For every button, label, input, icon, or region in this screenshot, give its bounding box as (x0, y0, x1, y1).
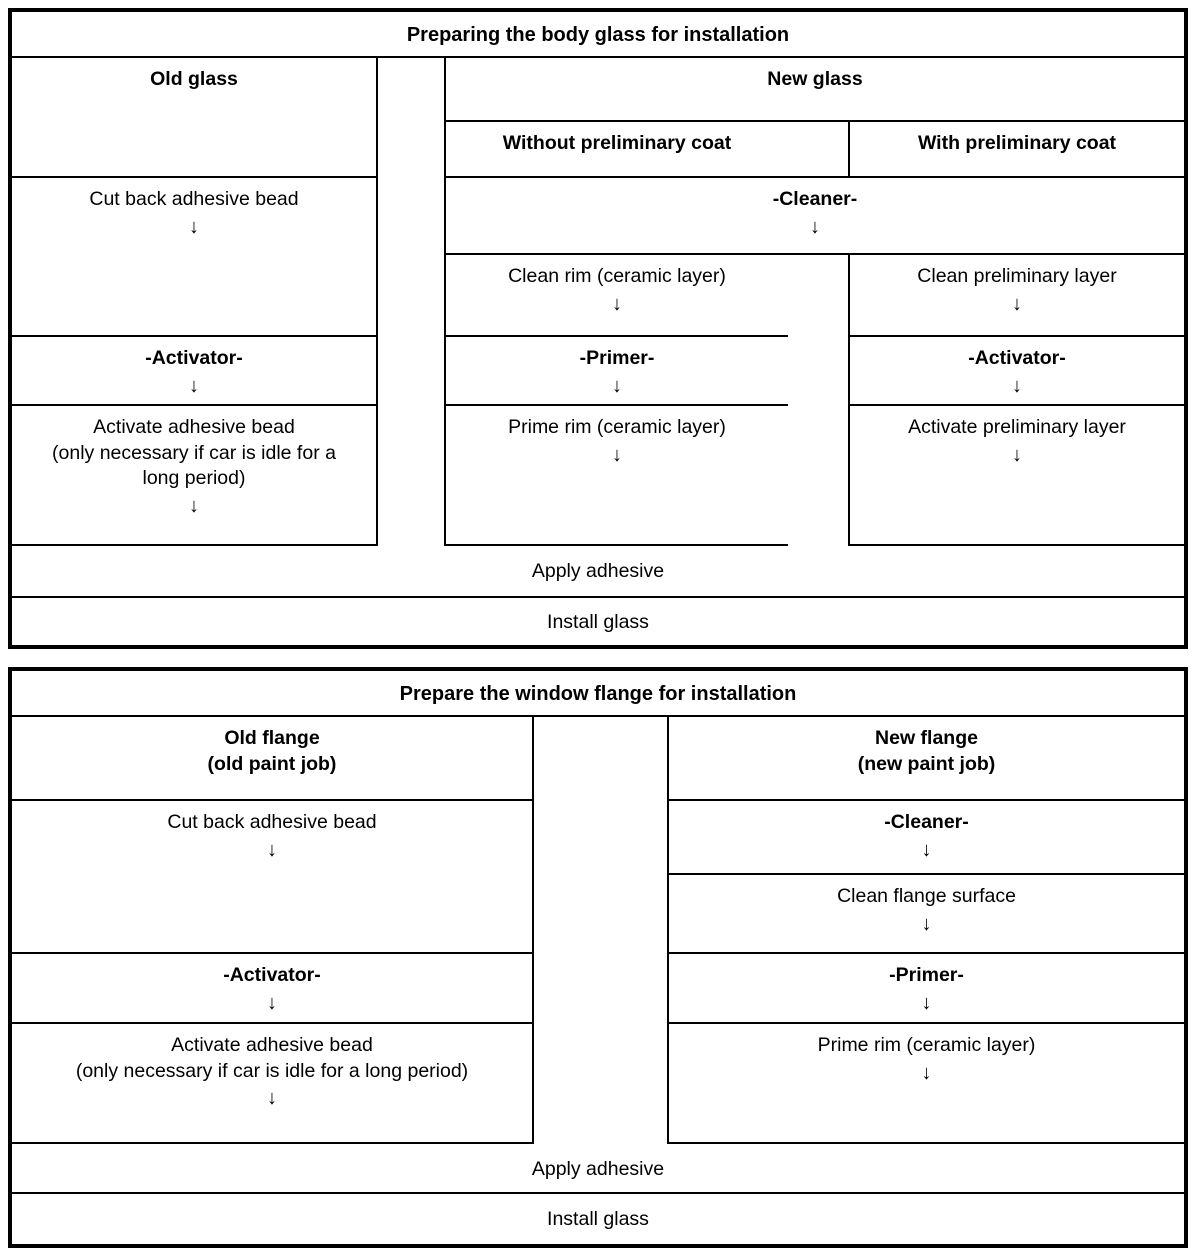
panel-window-flange: Prepare the window flange for installati… (8, 667, 1188, 1248)
heading-with-preliminary-coat: With preliminary coat (848, 122, 1184, 178)
subbranch-gap-column (788, 255, 848, 546)
step-label: Activate adhesive bead (only necessary i… (52, 416, 336, 490)
down-arrow-icon: ↓ (921, 838, 932, 861)
step-old-flange-cut-back: Cut back adhesive bead ↓ (12, 801, 534, 954)
step-clean-flange-surface: Clean flange surface ↓ (667, 875, 1184, 954)
heading-without-preliminary-coat: Without preliminary coat (444, 122, 788, 178)
step-install-glass-flange: Install glass (12, 1194, 1184, 1244)
down-arrow-icon: ↓ (921, 1061, 932, 1084)
step-label: -Cleaner- (884, 811, 969, 833)
down-arrow-icon: ↓ (267, 1087, 277, 1110)
step-label: Prime rim (ceramic layer) (508, 416, 726, 438)
down-arrow-icon: ↓ (1012, 292, 1022, 315)
branch-gap-column-flange (534, 717, 667, 1144)
step-new-flange-cleaner: -Cleaner- ↓ (667, 801, 1184, 875)
step-old-flange-activator: -Activator- ↓ (12, 954, 534, 1024)
step-label: -Cleaner- (772, 188, 858, 210)
step-apply-adhesive-glass: Apply adhesive (12, 546, 1184, 598)
step-label: Clean preliminary layer (917, 265, 1117, 287)
panel-title-window-flange: Prepare the window flange for installati… (12, 671, 1184, 717)
down-arrow-icon: ↓ (189, 374, 199, 397)
down-arrow-icon: ↓ (1012, 443, 1022, 466)
heading-old-glass: Old glass (12, 58, 378, 178)
step-label: -Activator- (145, 347, 243, 369)
down-arrow-icon: ↓ (267, 838, 277, 861)
down-arrow-icon: ↓ (921, 912, 932, 935)
branch-gap-column (378, 58, 444, 546)
step-clean-rim-ceramic: Clean rim (ceramic layer) ↓ (444, 255, 788, 337)
step-label: Clean rim (ceramic layer) (508, 265, 726, 287)
down-arrow-icon: ↓ (267, 991, 277, 1014)
step-label: Cut back adhesive bead (89, 188, 299, 210)
panel-body-glass: Preparing the body glass for installatio… (8, 8, 1188, 649)
step-label: Cut back adhesive bead (167, 811, 377, 833)
heading-old-flange: Old flange (old paint job) (12, 717, 534, 801)
step-new-flange-prime-rim: Prime rim (ceramic layer) ↓ (667, 1024, 1184, 1144)
step-label: Clean flange surface (837, 885, 1016, 907)
subbranch-gap-heading (788, 122, 848, 178)
down-arrow-icon: ↓ (810, 215, 820, 238)
step-label: -Activator- (223, 964, 321, 986)
step-activator-with-coat: -Activator- ↓ (848, 337, 1184, 406)
step-primer-without-coat: -Primer- ↓ (444, 337, 788, 406)
heading-new-glass: New glass (444, 58, 1184, 122)
step-old-flange-activate-bead: Activate adhesive bead (only necessary i… (12, 1024, 534, 1144)
step-old-glass-cut-back: Cut back adhesive bead ↓ (12, 178, 378, 337)
step-old-glass-activator: -Activator- ↓ (12, 337, 378, 406)
down-arrow-icon: ↓ (189, 495, 199, 518)
step-new-glass-cleaner: -Cleaner- ↓ (444, 178, 1184, 255)
step-install-glass-glass: Install glass (12, 598, 1184, 645)
step-apply-adhesive-flange: Apply adhesive (12, 1144, 1184, 1194)
step-label: -Activator- (968, 347, 1066, 369)
step-clean-preliminary-layer: Clean preliminary layer ↓ (848, 255, 1184, 337)
down-arrow-icon: ↓ (189, 215, 199, 238)
step-new-flange-primer: -Primer- ↓ (667, 954, 1184, 1024)
heading-new-flange: New flange (new paint job) (667, 717, 1184, 801)
step-activate-preliminary-layer: Activate preliminary layer ↓ (848, 406, 1184, 546)
step-label: -Primer- (579, 347, 655, 369)
step-label: -Primer- (889, 964, 964, 986)
down-arrow-icon: ↓ (612, 292, 622, 315)
down-arrow-icon: ↓ (1012, 374, 1022, 397)
step-label: Activate adhesive bead (only necessary i… (75, 1034, 469, 1082)
down-arrow-icon: ↓ (921, 991, 932, 1014)
down-arrow-icon: ↓ (612, 443, 622, 466)
step-label: Activate preliminary layer (908, 416, 1126, 438)
step-old-glass-activate-bead: Activate adhesive bead (only necessary i… (12, 406, 378, 546)
step-label: Prime rim (ceramic layer) (817, 1034, 1036, 1056)
down-arrow-icon: ↓ (612, 374, 622, 397)
step-prime-rim-ceramic: Prime rim (ceramic layer) ↓ (444, 406, 788, 546)
panel-title-body-glass: Preparing the body glass for installatio… (12, 12, 1184, 58)
